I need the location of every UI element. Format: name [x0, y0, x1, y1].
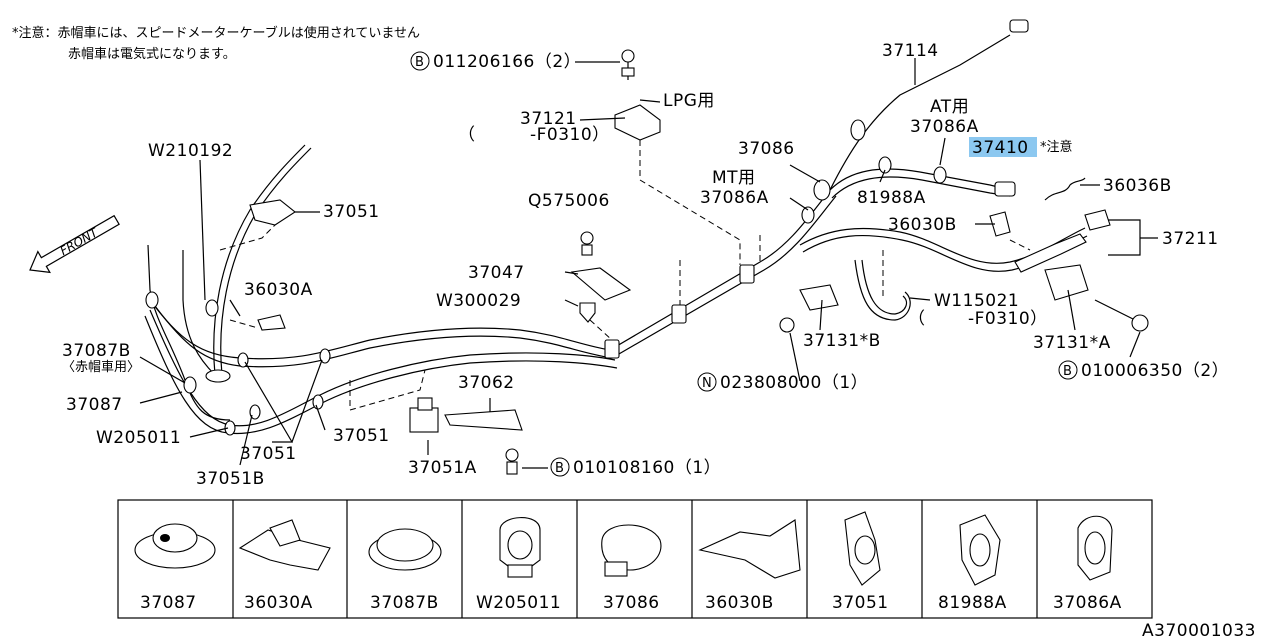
callout-023808000-prefix: N: [702, 376, 712, 391]
parts-table-code: 37086: [603, 593, 660, 613]
callout-w205011[interactable]: W205011: [96, 428, 181, 448]
callout-37051-top[interactable]: 37051: [323, 202, 380, 222]
callout-w210192[interactable]: W210192: [148, 141, 233, 161]
clamp-icon: [601, 524, 662, 577]
callout-37051A[interactable]: 37051A: [408, 458, 477, 478]
callout-q575006[interactable]: Q575006: [528, 191, 610, 211]
callout-36030B[interactable]: 36030B: [888, 215, 957, 235]
callout-010108160-prefix: B: [555, 461, 564, 476]
callout-37121-paren: （: [458, 125, 476, 145]
callout-37087B[interactable]: 37087B: [62, 341, 131, 361]
parts-table-code: 37086A: [1053, 593, 1122, 613]
callout-36036B[interactable]: 36036B: [1103, 176, 1172, 196]
parts-table-code: 81988A: [938, 593, 1007, 613]
dashed-guides: [219, 140, 1031, 411]
clamp-icon: [959, 514, 1001, 586]
callout-37121[interactable]: 37121: [520, 109, 577, 129]
callout-37211[interactable]: 37211: [1162, 229, 1219, 249]
callout-010006350-prefix: B: [1063, 364, 1072, 379]
parts-table-code: 36030B: [705, 593, 774, 613]
front-arrow-icon: FRONT: [29, 214, 120, 274]
callout-37062[interactable]: 37062: [458, 373, 515, 393]
parts-table-code: 37087: [140, 593, 197, 613]
bolt-prefix-circle-2: [1058, 360, 1078, 380]
nut-prefix-circle: [697, 372, 717, 392]
callout-37131B[interactable]: 37131*B: [803, 331, 881, 351]
callout-37121-range: -F0310）: [530, 125, 610, 145]
callout-011206166-prefix: B: [415, 55, 424, 70]
label-lpg: LPG用: [663, 91, 715, 111]
callout-37086[interactable]: 37086: [738, 139, 795, 159]
callout-37410-note: *注意: [1040, 139, 1073, 155]
callout-w115021[interactable]: W115021: [934, 291, 1019, 311]
clamp-icon: [844, 511, 881, 586]
bolt-prefix-circle: [410, 51, 430, 71]
grommet-icon: [134, 523, 216, 569]
highlight-37410: [969, 137, 1037, 157]
bolt-prefix-circle-3: [550, 457, 570, 477]
clip-plate-icon: [238, 519, 331, 571]
parts-table-code: 37087B: [370, 593, 439, 613]
diagram-id: A370001033: [1142, 621, 1256, 640]
callout-w115021-range: -F0310）: [968, 309, 1048, 329]
clamp-icon: [1077, 515, 1113, 581]
callout-011206166[interactable]: 011206166（2）: [433, 52, 581, 72]
callouts: 37114 B 011206166（2） LPG用 37121 （ -F0310…: [62, 41, 1229, 489]
top-fasteners: [249, 19, 1149, 475]
callout-37114[interactable]: 37114: [882, 41, 939, 61]
callout-37410[interactable]: 37410: [972, 138, 1029, 158]
callout-37086A-top[interactable]: 37086A: [910, 117, 979, 137]
clamp-icon: [499, 517, 541, 578]
callout-37087[interactable]: 37087: [66, 395, 123, 415]
front-label: FRONT: [58, 225, 102, 258]
callout-36030A[interactable]: 36030A: [244, 280, 313, 300]
callout-37051B[interactable]: 37051B: [196, 469, 265, 489]
cable-clamps: [145, 119, 1087, 436]
callout-37086A-mt[interactable]: 37086A: [700, 188, 769, 208]
label-mt: MT用: [712, 168, 756, 188]
parts-table-code: 36030A: [244, 593, 313, 613]
note-line-2: 赤帽車は電気式になります。: [68, 46, 236, 62]
clip-plate-icon: [698, 519, 801, 579]
callout-37051-bot[interactable]: 37051: [240, 444, 297, 464]
grommet-icon: [368, 528, 442, 571]
callout-81988A[interactable]: 81988A: [857, 188, 926, 208]
callout-37051-mid[interactable]: 37051: [333, 426, 390, 446]
callout-37087B-note: 〈赤帽車用〉: [62, 359, 140, 375]
note-line-1: *注意：赤帽車には、スピードメーターケーブルは使用されていません: [12, 25, 420, 41]
callout-37131A[interactable]: 37131*A: [1033, 333, 1111, 353]
callout-010108160[interactable]: 010108160（1）: [573, 458, 721, 478]
parts-table-code: 37051: [832, 593, 889, 613]
parts-table: 37087 36030A 37087B W205011 37086 36030B…: [117, 499, 1153, 619]
main-cables: [144, 34, 1088, 435]
callout-w300029[interactable]: W300029: [436, 291, 521, 311]
callout-023808000[interactable]: 023808000（1）: [720, 373, 868, 393]
label-at: AT用: [930, 97, 969, 117]
parts-table-code: W205011: [476, 593, 561, 613]
callout-37047[interactable]: 37047: [468, 263, 525, 283]
leader-lines: [139, 58, 1158, 469]
callout-010006350[interactable]: 010006350（2）: [1081, 361, 1229, 381]
callout-w115021-paren: （: [908, 309, 926, 329]
